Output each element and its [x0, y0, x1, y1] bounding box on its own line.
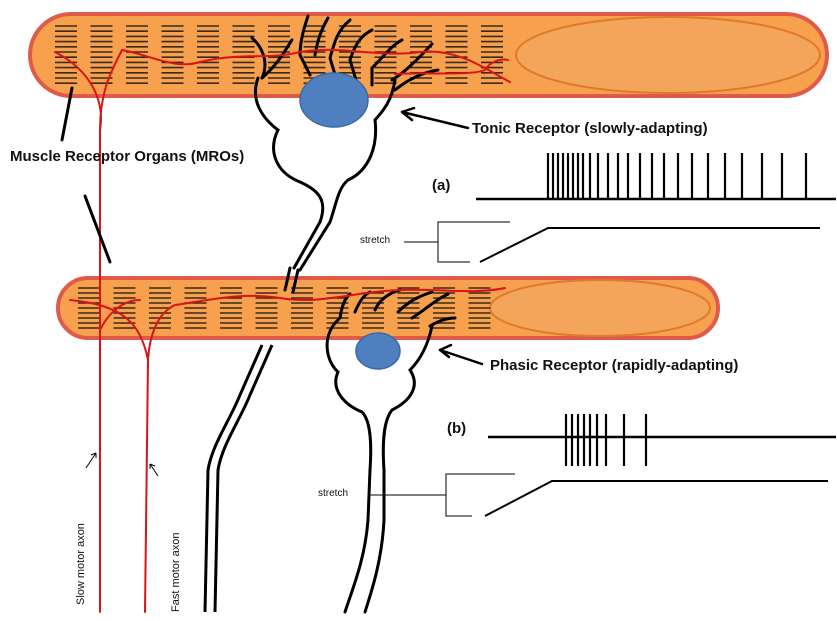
tonic-sensory-axon [205, 345, 272, 612]
stretch-stimulus-a [404, 222, 820, 262]
phasic-receptor-label: Phasic Receptor (rapidly-adapting) [490, 357, 738, 374]
spike-train-a [476, 153, 836, 199]
stretch-ramp-a [480, 228, 820, 262]
stretch-label-a: stretch [360, 235, 390, 246]
stretch-stimulus-b [370, 474, 828, 516]
mro-pointers [62, 88, 110, 262]
stretch-ramp-b [485, 481, 828, 516]
mro-label: Muscle Receptor Organs (MROs) [10, 148, 244, 165]
upper-muscle-fiber [30, 14, 827, 96]
stretch-bracket-a [438, 222, 510, 262]
phasic-arrow [440, 350, 482, 364]
slow-motor-axon-label: Slow motor axon [75, 523, 87, 605]
tonic-receptor-label: Tonic Receptor (slowly-adapting) [472, 120, 708, 137]
panel-b-label: (b) [447, 420, 466, 437]
phasic-nucleus [356, 333, 400, 369]
fast-motor-axon-label: Fast motor axon [170, 533, 182, 612]
lower-muscle-fiber [58, 278, 718, 338]
stretch-label-b: stretch [318, 488, 348, 499]
tonic-nucleus [300, 73, 368, 127]
stretch-bracket-b [446, 474, 515, 516]
spike-train-b [488, 414, 836, 466]
panel-a-label: (a) [432, 177, 450, 194]
